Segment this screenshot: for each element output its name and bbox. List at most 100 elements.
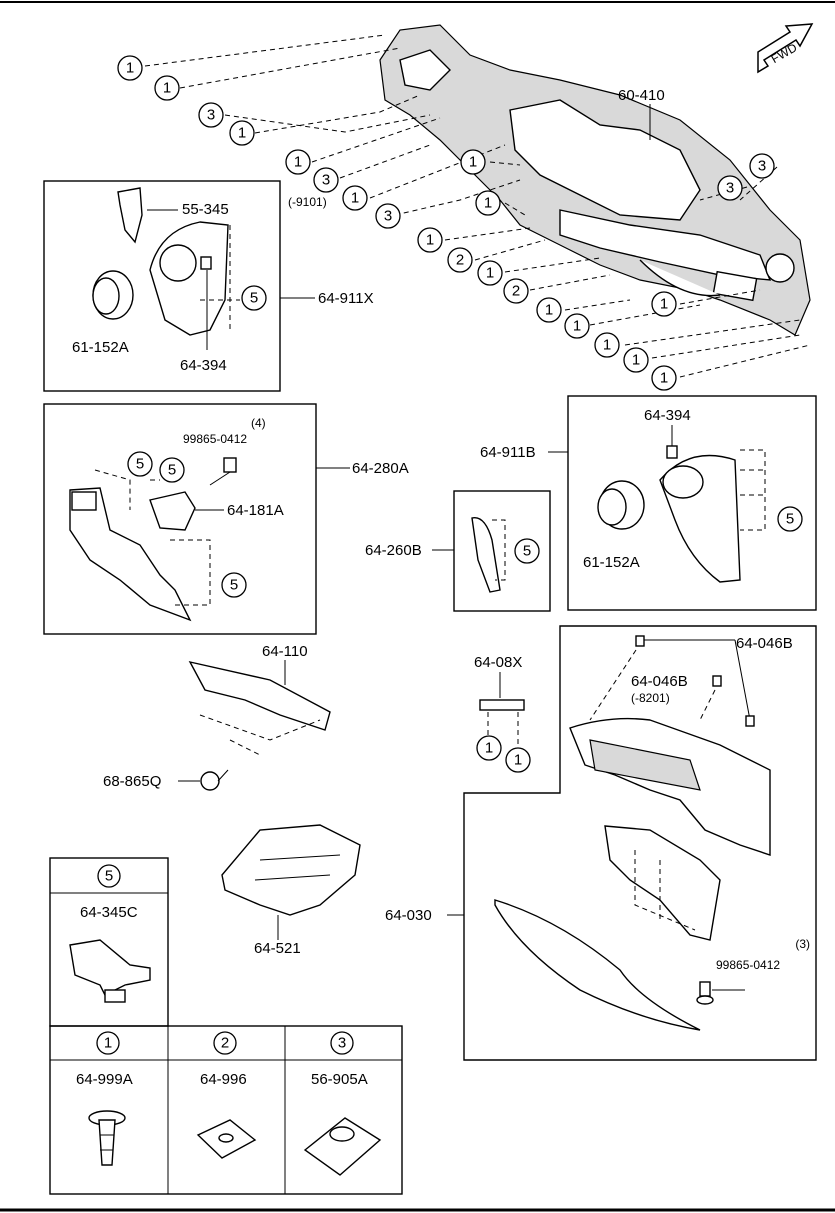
legend-part-56-905A: 56-905A xyxy=(311,1071,368,1088)
label-64-911B: 64-911B xyxy=(480,444,536,461)
part-64-110 xyxy=(188,660,331,756)
callout-5: 5 xyxy=(230,577,238,594)
part-glovebox-lid-frame xyxy=(604,825,721,941)
callout-1: 1 xyxy=(426,232,434,249)
callout-2: 2 xyxy=(512,283,520,300)
label-64-046B-a: 64-046B xyxy=(736,635,793,652)
label-64-030: 64-030 xyxy=(385,907,432,924)
legend-key-3: 3 xyxy=(338,1035,346,1052)
callout-3: 3 xyxy=(322,172,330,189)
box-64-030 xyxy=(463,625,817,1061)
legend-key-2: 2 xyxy=(221,1035,229,1052)
part-64-181A xyxy=(149,491,196,531)
label-64-911X: 64-911X xyxy=(318,290,374,307)
callout-1: 1 xyxy=(351,190,359,207)
callout-1: 1 xyxy=(485,740,493,757)
clip-64-345C-icon xyxy=(69,939,151,1003)
label-61-152A-left: 61-152A xyxy=(72,339,129,356)
dash-64-911X xyxy=(200,225,240,330)
spring-nut-icon xyxy=(196,1119,257,1159)
part-64-394-right xyxy=(666,445,678,459)
screws-64-046B xyxy=(589,635,755,727)
part-64-260B xyxy=(471,516,506,593)
label-64-394-left: 64-394 xyxy=(180,357,227,374)
screw-icon xyxy=(209,457,237,486)
label-64-046B-b: 64-046B xyxy=(631,673,688,690)
label-64-521: 64-521 xyxy=(254,940,301,957)
legend-part-64-345C: 64-345C xyxy=(80,904,138,921)
fwd-arrow-icon: FWD xyxy=(757,23,814,74)
part-glovebox xyxy=(569,717,771,856)
part-61-152A-right xyxy=(597,480,645,530)
callout-1: 1 xyxy=(486,265,494,282)
callout-1: 1 xyxy=(603,337,611,354)
legend-part-64-996: 64-996 xyxy=(200,1071,247,1088)
callout-1: 1 xyxy=(238,125,246,142)
callout-3: 3 xyxy=(758,158,766,175)
push-clip-icon xyxy=(88,1110,126,1166)
callout-1: 1 xyxy=(126,60,134,77)
label-qty-4: (4) xyxy=(251,416,266,430)
part-64-521 xyxy=(221,824,361,916)
callout-1: 1 xyxy=(294,154,302,171)
dashboard-reinforcement xyxy=(379,24,811,336)
callout-3: 3 xyxy=(726,180,734,197)
label-64-280A: 64-280A xyxy=(352,460,409,477)
label-68-865Q: 68-865Q xyxy=(103,773,161,790)
box-64-260B xyxy=(453,490,551,612)
part-64-08X xyxy=(479,699,525,745)
label-99865-0412-b: 99865-0412 xyxy=(716,958,780,972)
legend-key-1: 1 xyxy=(104,1035,112,1052)
part-55-345 xyxy=(117,187,143,244)
legend-key-5: 5 xyxy=(105,868,113,885)
callout-1: 1 xyxy=(514,752,522,769)
dash-64-911B xyxy=(740,449,766,531)
callout-5: 5 xyxy=(786,511,794,528)
label-99865-0412-a: 99865-0412 xyxy=(183,432,247,446)
legend-part-64-999A: 64-999A xyxy=(76,1071,133,1088)
dash-280A-bottom xyxy=(170,539,211,606)
label-64-394-right: 64-394 xyxy=(644,407,691,424)
label-64-08X: 64-08X xyxy=(474,654,522,671)
part-64-030-door xyxy=(494,899,701,1031)
label-55-345: 55-345 xyxy=(182,201,229,218)
part-68-865Q xyxy=(200,769,229,791)
label-64-181A: 64-181A xyxy=(227,502,284,519)
label-64-260B: 64-260B xyxy=(365,542,422,559)
top-callouts: 1 1 3 1 1 3 1 3 1 1 1 2 1 2 1 1 1 1 1 xyxy=(117,55,775,391)
callout-5: 5 xyxy=(136,456,144,473)
callout-1: 1 xyxy=(660,370,668,387)
dash-280A-top xyxy=(94,469,160,510)
part-lower-panel-left xyxy=(69,487,192,622)
u-nut-icon xyxy=(303,1117,382,1176)
callout-1: 1 xyxy=(573,318,581,335)
callout-1: 1 xyxy=(163,80,171,97)
callout-3: 3 xyxy=(384,208,392,225)
screw-icon xyxy=(696,981,745,1005)
callout-5: 5 xyxy=(250,290,258,307)
callout-5: 5 xyxy=(523,543,531,560)
label-qty-3: (3) xyxy=(795,937,810,951)
label-61-152A-right: 61-152A xyxy=(583,554,640,571)
callout-1: 1 xyxy=(484,195,492,212)
box-64-911X xyxy=(43,180,281,392)
callout-1: 1 xyxy=(632,352,640,369)
box-64-280A xyxy=(43,403,317,635)
part-vent-housing-left xyxy=(149,221,229,336)
callout-1: 1 xyxy=(545,302,553,319)
callout-5: 5 xyxy=(168,462,176,479)
part-vent-housing-right xyxy=(659,454,741,583)
callout-1: 1 xyxy=(469,154,477,171)
label-64-110: 64-110 xyxy=(262,643,308,660)
callout-2: 2 xyxy=(456,252,464,269)
label-8201: (-8201) xyxy=(631,691,670,705)
callout-3: 3 xyxy=(207,107,215,124)
top-leaders xyxy=(144,34,811,378)
label-9101: (-9101) xyxy=(288,195,327,209)
label-60-410: 60-410 xyxy=(618,87,665,104)
box-64-911B xyxy=(567,395,817,611)
legend-box-fasteners xyxy=(49,1025,403,1195)
part-61-152A-left xyxy=(92,270,134,320)
callout-1: 1 xyxy=(660,296,668,313)
